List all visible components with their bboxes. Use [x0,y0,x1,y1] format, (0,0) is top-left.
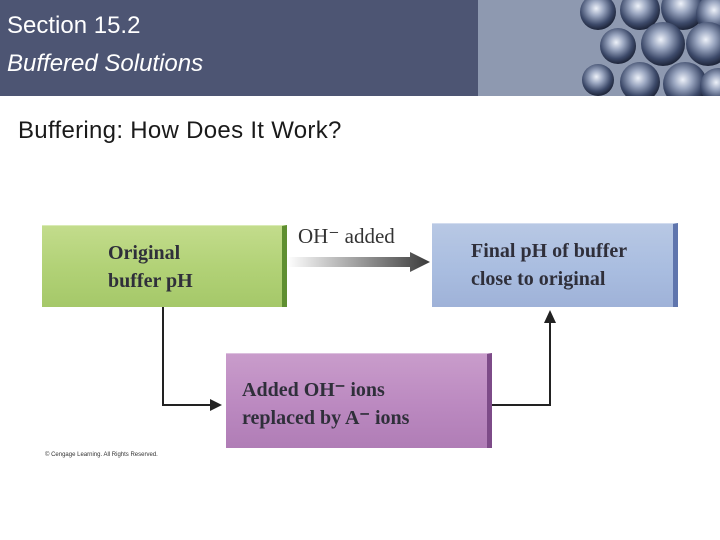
original-ph-box: Original buffer pH [42,225,287,307]
final-ph-box: Final pH of buffer close to original [432,223,678,307]
original-ph-line2: buffer pH [108,270,193,292]
slide-header: Section 15.2 Buffered Solutions [0,0,478,96]
arrow-to-added-box [162,307,218,406]
decorative-spheres-image [478,0,720,96]
oh-added-label: OH⁻ added [298,224,395,248]
slide-subtitle: Buffering: How Does It Work? [18,117,342,144]
arrow-to-final-box [492,318,551,406]
copyright-credit: © Cengage Learning. All Rights Reserved. [45,452,158,458]
final-ph-line2: close to original [471,268,606,290]
section-number: Section 15.2 [7,12,141,39]
added-ions-box: Added OH⁻ ions replaced by A⁻ ions [226,353,492,448]
oh-added-arrow [287,252,430,272]
final-ph-line1: Final pH of buffer [471,240,628,262]
original-ph-line1: Original [108,242,181,264]
added-ions-line2: replaced by A⁻ ions [242,407,410,429]
added-ions-line1: Added OH⁻ ions [242,379,385,401]
section-title: Buffered Solutions [7,50,204,77]
